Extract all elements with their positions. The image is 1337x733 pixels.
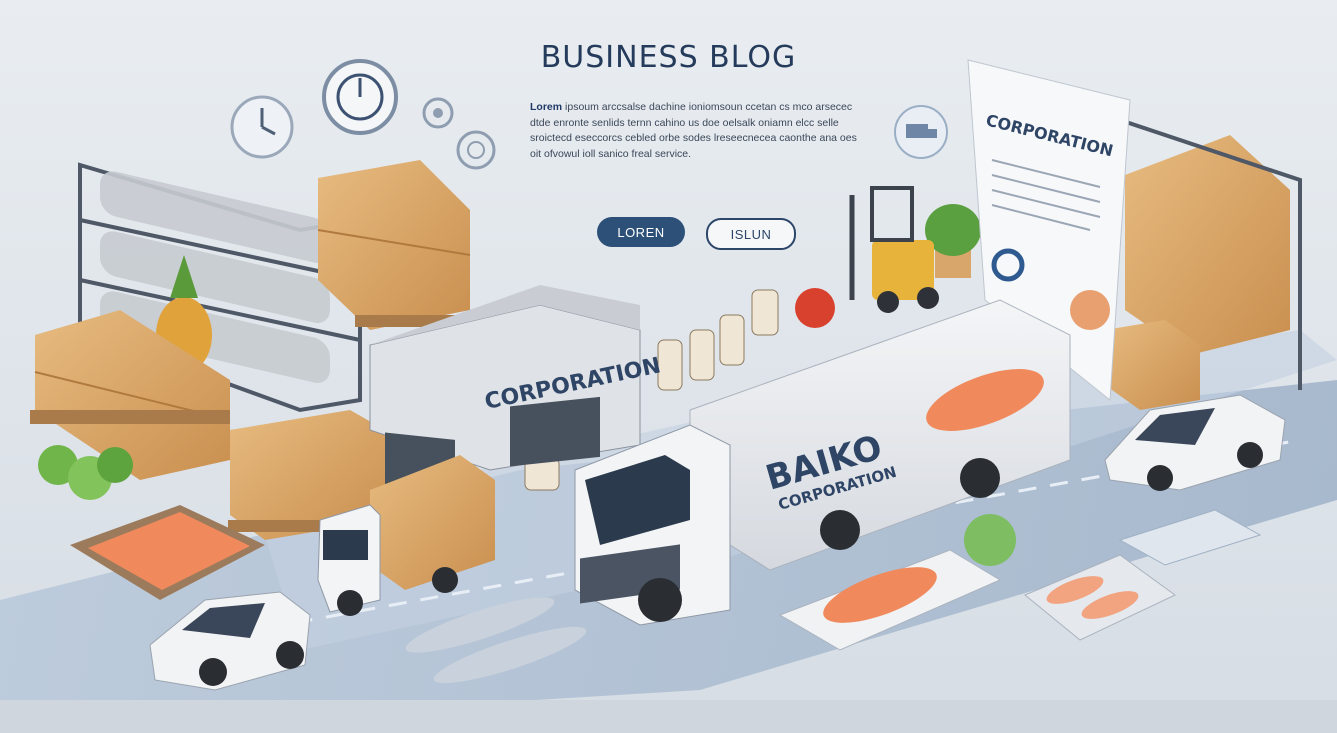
- car-left: [149, 591, 311, 691]
- blog-paragraph-lead: Lorem: [530, 101, 563, 113]
- box-stack-top: [317, 160, 475, 330]
- box-truck: [317, 455, 495, 616]
- cabbage: [964, 514, 1016, 566]
- page-title: BUSINESS BLOG: [540, 40, 797, 75]
- salmon-tray-left: [70, 505, 265, 600]
- box-stack-left: [30, 310, 231, 480]
- packaged-fish: [1118, 509, 1262, 566]
- delivery-truck: BAIKO CORPORATION: [574, 299, 1071, 626]
- blog-paragraph: Lorem ipsoum arccsalse dachine ioniomsou…: [530, 100, 860, 162]
- box-stack-right: [1105, 118, 1302, 410]
- secondary-button[interactable]: ISLUN: [706, 218, 796, 250]
- plant-pot: [925, 204, 981, 278]
- salmon-tray-center: [778, 549, 1002, 651]
- salmon-tray-right: [1024, 554, 1176, 641]
- gauge-icon: [322, 59, 398, 135]
- warehouse-building: CORPORATION: [369, 285, 663, 495]
- clock-icon: [230, 95, 294, 159]
- car-right: [1104, 394, 1286, 491]
- gear-icon: [422, 97, 454, 129]
- blog-paragraph-text: ipsoum arccsalse dachine ioniomsoun ccet…: [530, 101, 857, 160]
- tomato: [795, 288, 835, 328]
- storage-rack-left: [78, 162, 362, 413]
- forklift: [849, 186, 939, 313]
- primary-button[interactable]: LOREN: [597, 217, 685, 247]
- bottom-strip: [0, 700, 1337, 733]
- truck-icon: [894, 105, 948, 159]
- target-icon: [456, 130, 496, 170]
- jars: [524, 289, 779, 491]
- lettuce-left: [38, 445, 133, 500]
- fish-raw: [405, 597, 587, 684]
